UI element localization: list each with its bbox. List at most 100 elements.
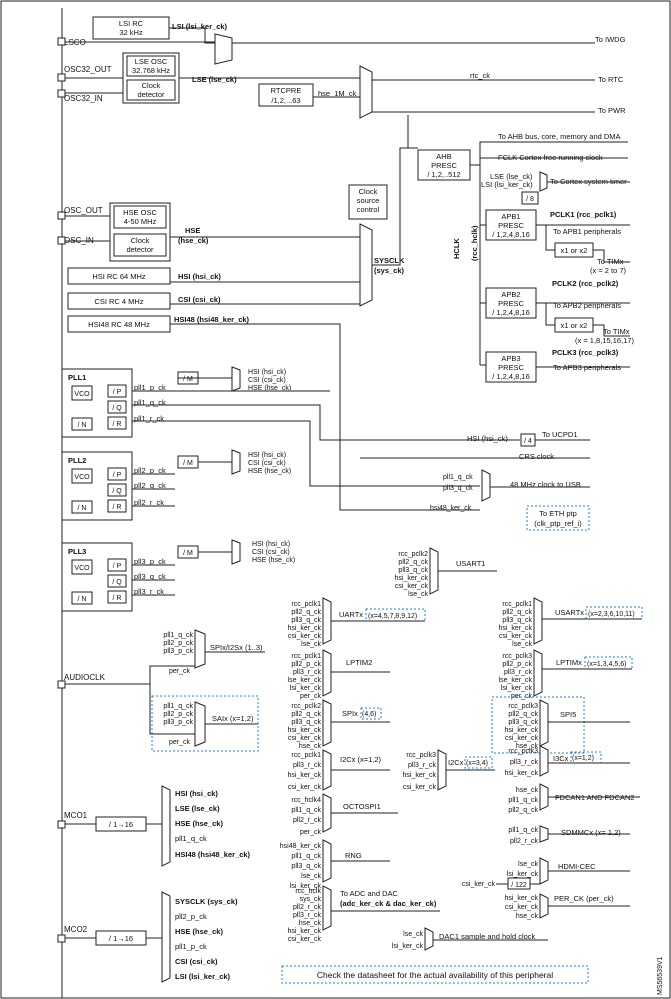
svg-text:LSE (lse_ck): LSE (lse_ck) (175, 804, 220, 813)
svg-text:csi_ker_ck: csi_ker_ck (288, 936, 322, 943)
svg-text:RTCPRE: RTCPRE (271, 86, 302, 95)
pll3-block: PLL3 VCO / N / P / Q / R / M HSI (hsi_ck… (61, 539, 295, 612)
svg-text:HSI RC 64 MHz: HSI RC 64 MHz (92, 272, 146, 281)
svg-text:lse_ck: lse_ck (518, 861, 538, 868)
svg-text:hsi48_ker_ck: hsi48_ker_ck (430, 505, 472, 512)
svg-text:rcc_hclk4: rcc_hclk4 (291, 797, 321, 804)
svg-text:lsi_ker_ck: lsi_ker_ck (290, 883, 322, 890)
svg-text:APB1: APB1 (501, 212, 520, 221)
svg-text:(adc_ker_ck & dac_ker_ck): (adc_ker_ck & dac_ker_ck) (340, 899, 437, 908)
mux-octospi1: rcc_hclk4 pll1_q_ck pll2_r_ck per_ck OCT… (291, 793, 398, 836)
svg-text:pll2_r_ck: pll2_r_ck (134, 498, 164, 507)
sysclk-mux: SYSCLK (sys_ck) (359, 115, 418, 307)
svg-text:AHB: AHB (436, 152, 451, 161)
svg-text:csi_ker_ck: csi_ker_ck (395, 583, 429, 590)
svg-text:VCO: VCO (74, 474, 90, 481)
svg-text:hse_1M_ck: hse_1M_ck (318, 89, 357, 98)
svg-text:control: control (357, 205, 380, 214)
svg-text:(x=3,4): (x=3,4) (466, 760, 488, 767)
mux-usartx: rcc_pclk1 pll2_q_ck pll3_q_ck hsi_ker_ck… (499, 597, 643, 648)
svg-text:(x=4,5,7,8,9,12): (x=4,5,7,8,9,12) (368, 613, 417, 620)
svg-text:SPIx: SPIx (342, 709, 358, 718)
svg-text:To TIMx: To TIMx (603, 327, 630, 336)
svg-text:hsi_ker_ck: hsi_ker_ck (499, 625, 533, 632)
rtc-section: RTCPRE /1,2,...63 hse_1M_ck rtc_ck To RT… (215, 65, 626, 119)
svg-text:FCLK Cortex free running clock: FCLK Cortex free running clock (498, 153, 603, 162)
svg-text:(x=2,3,6,10,11): (x=2,3,6,10,11) (588, 611, 635, 618)
svg-text:rcc_pclk3: rcc_pclk3 (502, 653, 532, 660)
svg-text:I3Cx: I3Cx (553, 754, 569, 763)
svg-text:(4,6): (4,6) (362, 711, 376, 718)
svg-text:LSI (lsi_ker_ck): LSI (lsi_ker_ck) (481, 180, 533, 189)
svg-text:Clock: Clock (131, 236, 150, 245)
svg-text:HSI48 (hsi48_ker_ck): HSI48 (hsi48_ker_ck) (175, 850, 251, 859)
svg-text:SYSCLK: SYSCLK (374, 256, 405, 265)
svg-text:pll1_r_ck: pll1_r_ck (134, 414, 164, 423)
mux-hdmi-cec: lse_ck lsi_ker_ck csi_ker_ck / 122 HDMI-… (462, 857, 630, 890)
svg-text:PCLK2 (rcc_pclk2): PCLK2 (rcc_pclk2) (552, 279, 619, 288)
svg-text:pll2_q_ck: pll2_q_ck (508, 807, 538, 814)
svg-text:pll3_q_ck: pll3_q_ck (134, 572, 166, 581)
apb2-prescaler: APB2 PRESC / 1,2,4,8,16 PCLK2 (rcc_pclk2… (485, 279, 634, 345)
svg-text:x1 or x2: x1 or x2 (561, 321, 588, 330)
svg-text:per_ck: per_ck (169, 668, 191, 675)
svg-text:pll1_q_ck: pll1_q_ck (163, 632, 193, 639)
svg-text:/ N: / N (78, 505, 87, 512)
svg-text:rcc_pclk1: rcc_pclk1 (291, 601, 321, 608)
svg-text:/ 1,2,..512: / 1,2,..512 (427, 170, 460, 179)
svg-text:48 MHz clock to USB: 48 MHz clock to USB (510, 480, 581, 489)
svg-text:pll2_r_ck: pll2_r_ck (510, 838, 539, 845)
svg-text:SPI5: SPI5 (560, 710, 576, 719)
svg-text:pll1_q_ck: pll1_q_ck (291, 853, 321, 860)
svg-text:UARTx: UARTx (339, 610, 363, 619)
svg-text:hse_ck: hse_ck (299, 920, 322, 927)
mux-i2cx-1-2: rcc_pclk1 pll3_r_ck hsi_ker_ck csi_ker_c… (288, 749, 390, 791)
svg-text:HSI48 (hsi48_ker_ck): HSI48 (hsi48_ker_ck) (174, 315, 250, 324)
svg-text:rcc_pclk1: rcc_pclk1 (291, 653, 321, 660)
svg-text:/ R: / R (113, 504, 122, 511)
svg-text:rcc_pclk2: rcc_pclk2 (398, 551, 428, 558)
svg-text:(x = 2 to 7): (x = 2 to 7) (590, 266, 627, 275)
svg-text:LSE OSC: LSE OSC (135, 57, 168, 66)
svg-text:hsi48_ker_ck: hsi48_ker_ck (280, 843, 322, 850)
svg-text:SYSCLK (sys_ck): SYSCLK (sys_ck) (175, 897, 238, 906)
svg-text:pll3_r_ck: pll3_r_ck (510, 759, 539, 766)
svg-text:csi_ker_ck: csi_ker_ck (288, 633, 322, 640)
hse-oscillator: HSE OSC 4-50 MHz Clock detector HSE (hse… (65, 202, 360, 262)
svg-text:HSI (hsi_ck): HSI (hsi_ck) (252, 541, 290, 548)
svg-text:pll2_p_ck: pll2_p_ck (291, 661, 321, 668)
svg-text:PRESC: PRESC (498, 221, 524, 230)
svg-text:To APB1 peripherals: To APB1 peripherals (553, 227, 621, 236)
mux-i3cx: rcc_pclk3 pll3_r_ck hsi_ker_ck I3Cx (x=1… (505, 745, 630, 777)
svg-text:MCO2: MCO2 (64, 925, 88, 934)
svg-text:HSE (hse_ck): HSE (hse_ck) (248, 385, 291, 392)
svg-text:CSI (csi_ck): CSI (csi_ck) (248, 377, 286, 384)
svg-text:pll3_r_ck: pll3_r_ck (504, 669, 533, 676)
svg-text:/ N: / N (78, 422, 87, 429)
svg-text:rtc_ck: rtc_ck (470, 71, 490, 80)
svg-text:lsi_ker_ck: lsi_ker_ck (392, 943, 424, 950)
mux-lptim2: rcc_pclk1 pll2_p_ck pll3_r_ck lse_ker_ck… (288, 649, 390, 700)
svg-text:CSI (csi_ck): CSI (csi_ck) (178, 295, 221, 304)
svg-text:I2Cx (x=1,2): I2Cx (x=1,2) (340, 755, 382, 764)
svg-text:detector: detector (126, 245, 154, 254)
svg-text:pll2_q_ck: pll2_q_ck (134, 481, 166, 490)
svg-text:PRESC: PRESC (498, 363, 524, 372)
svg-text:/ 1,2,4,8,16: / 1,2,4,8,16 (492, 308, 530, 317)
svg-text:pll3_q_ck: pll3_q_ck (443, 485, 473, 492)
mux-spix-i2sx: pll1_q_ck pll2_p_ck pll3_p_ck per_ck SPI… (65, 629, 265, 685)
svg-text:pll3_r_ck: pll3_r_ck (408, 762, 437, 769)
svg-text:32.768 kHz: 32.768 kHz (132, 66, 170, 75)
svg-text:rcc_pclk3: rcc_pclk3 (508, 703, 538, 710)
svg-text:/ P: / P (113, 472, 122, 479)
svg-text:DAC1 sample and hold clock: DAC1 sample and hold clock (439, 932, 536, 941)
svg-text:To AHB bus, core, memory and D: To AHB bus, core, memory and DMA (498, 132, 621, 141)
mux-dac1-sample-hold: lse_ck lsi_ker_ck DAC1 sample and hold c… (392, 927, 548, 951)
svg-text:OSC32_OUT: OSC32_OUT (64, 65, 112, 74)
mux-uartx: rcc_pclk1 pll2_q_ck pll3_q_ck hsi_ker_ck… (288, 597, 426, 648)
svg-text:source: source (357, 196, 380, 205)
svg-text:lsi_ker_ck: lsi_ker_ck (507, 871, 539, 878)
svg-text:/ 1→16: / 1→16 (109, 820, 133, 829)
svg-text:/ R: / R (113, 421, 122, 428)
svg-text:hsi_ker_ck: hsi_ker_ck (403, 772, 437, 779)
